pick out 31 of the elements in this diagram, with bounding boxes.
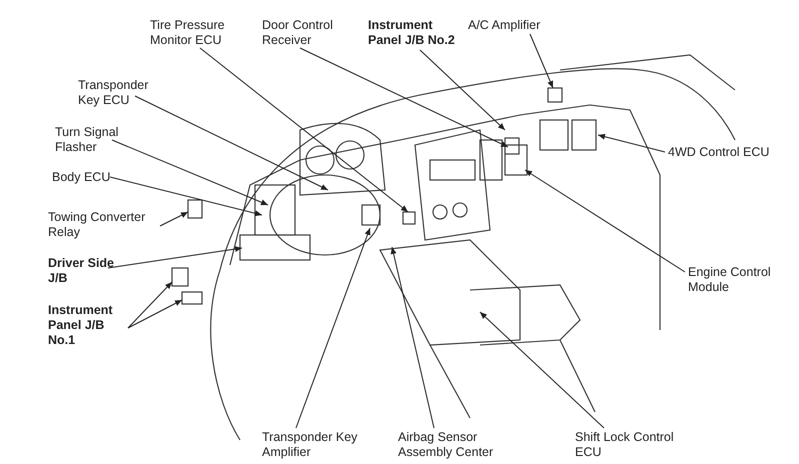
leader-line [480, 312, 604, 428]
leader-line [300, 48, 508, 148]
leader-line [128, 282, 172, 328]
part-label: Engine Control Module [688, 265, 788, 295]
leader-line [200, 48, 408, 212]
leader-line [296, 228, 370, 428]
leader-line [524, 170, 686, 272]
part-label: Airbag Sensor Assembly Center [398, 430, 518, 460]
part-label: Turn Signal Flasher [55, 125, 130, 155]
part-label: Transponder Key Amplifier [262, 430, 362, 460]
leader-line [112, 140, 268, 206]
leader-line [134, 96, 328, 190]
part-label: Instrument Panel J/B No.1 [48, 303, 128, 348]
leader-line [420, 50, 506, 130]
leader-line [108, 246, 242, 268]
part-label: Door Control Receiver [262, 18, 352, 48]
part-label: Tire Pressure Monitor ECU [150, 18, 255, 48]
part-label: Transponder Key ECU [78, 78, 158, 108]
part-label: 4WD Control ECU [668, 145, 788, 160]
leader-line [160, 212, 188, 226]
part-label: Body ECU [52, 170, 122, 185]
leader-line [110, 176, 262, 216]
part-label: A/C Amplifier [468, 18, 568, 33]
leader-line [128, 300, 182, 328]
leader-line [530, 34, 554, 88]
part-label: Towing Converter Relay [48, 210, 163, 240]
leader-line [598, 134, 666, 152]
part-label: Shift Lock Control ECU [575, 430, 685, 460]
part-label: Instrument Panel J/B No.2 [368, 18, 463, 48]
part-label: Driver Side J/B [48, 256, 118, 286]
leader-line [390, 246, 434, 428]
